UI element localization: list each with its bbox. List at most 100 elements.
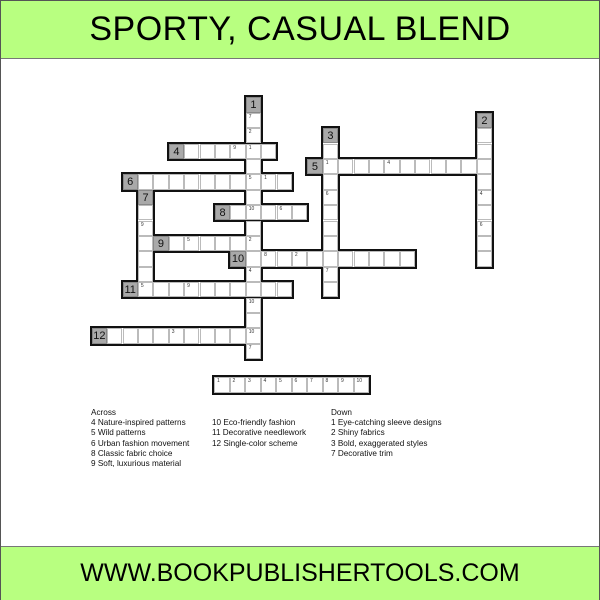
letter-cell[interactable]: [399, 251, 416, 267]
solution-cell[interactable]: 9: [338, 377, 354, 393]
solution-cell[interactable]: 3: [245, 377, 261, 393]
letter-cell[interactable]: 9: [184, 282, 200, 298]
letter-cell[interactable]: [122, 328, 138, 344]
letter-cell[interactable]: [476, 235, 493, 252]
solution-cell[interactable]: 5: [276, 377, 292, 393]
letter-cell[interactable]: [307, 251, 323, 267]
letter-cell[interactable]: 1: [261, 174, 277, 190]
solution-cell[interactable]: 1: [214, 377, 230, 393]
letter-cell[interactable]: 5: [137, 282, 154, 298]
letter-cell[interactable]: [137, 251, 154, 267]
letter-cell[interactable]: 1: [322, 158, 339, 175]
letter-cell[interactable]: 3: [168, 328, 185, 344]
letter-cell[interactable]: [261, 205, 277, 221]
letter-cell[interactable]: 10: [245, 205, 262, 221]
letter-cell[interactable]: [276, 174, 292, 190]
letter-cell[interactable]: [322, 220, 339, 236]
letter-cell[interactable]: [476, 128, 493, 144]
letter-cell[interactable]: [476, 251, 493, 267]
letter-cell[interactable]: 5: [184, 235, 200, 252]
letter-cell[interactable]: [199, 235, 215, 252]
letter-cell[interactable]: [153, 174, 169, 190]
letter-cell[interactable]: [322, 251, 339, 267]
letter-cell[interactable]: [168, 282, 185, 298]
letter-cell[interactable]: [137, 266, 154, 283]
letter-cell[interactable]: [137, 174, 154, 190]
letter-cell[interactable]: [476, 143, 493, 159]
letter-cell[interactable]: 6: [476, 220, 493, 236]
letter-cell[interactable]: [338, 251, 354, 267]
letter-cell[interactable]: 8: [261, 251, 277, 267]
letter-cell[interactable]: [230, 328, 246, 344]
letter-cell[interactable]: 2: [245, 128, 262, 144]
letter-cell[interactable]: [184, 174, 200, 190]
letter-cell[interactable]: 7: [322, 266, 339, 283]
letter-cell[interactable]: [322, 282, 339, 298]
solution-cell[interactable]: 7: [307, 377, 323, 393]
letter-cell[interactable]: [261, 282, 277, 298]
letter-cell[interactable]: [322, 174, 339, 190]
letter-cell[interactable]: 9: [230, 143, 246, 159]
letter-cell[interactable]: [199, 282, 215, 298]
letter-cell[interactable]: [214, 282, 231, 298]
letter-cell[interactable]: [230, 282, 246, 298]
letter-cell[interactable]: [137, 328, 154, 344]
letter-cell[interactable]: [353, 251, 369, 267]
letter-cell[interactable]: 7: [245, 112, 262, 129]
letter-cell[interactable]: 7: [245, 343, 262, 360]
letter-cell[interactable]: 6: [322, 189, 339, 206]
letter-cell[interactable]: [214, 174, 231, 190]
solution-cell[interactable]: 6: [291, 377, 307, 393]
letter-cell[interactable]: [368, 251, 385, 267]
solution-cell[interactable]: 8: [322, 377, 338, 393]
letter-cell[interactable]: [291, 205, 308, 221]
letter-cell[interactable]: [153, 328, 169, 344]
letter-cell[interactable]: [461, 158, 477, 175]
letter-cell[interactable]: [430, 158, 446, 175]
letter-cell[interactable]: [276, 251, 292, 267]
letter-cell[interactable]: [245, 220, 262, 236]
letter-cell[interactable]: 4: [384, 158, 400, 175]
letter-cell[interactable]: [230, 174, 246, 190]
letter-cell[interactable]: 5: [245, 174, 262, 190]
letter-cell[interactable]: [476, 158, 493, 175]
letter-cell[interactable]: 10: [245, 297, 262, 313]
letter-cell[interactable]: 2: [245, 235, 262, 252]
letter-cell[interactable]: [230, 235, 246, 252]
letter-cell[interactable]: [353, 158, 369, 175]
letter-cell[interactable]: [168, 174, 185, 190]
letter-cell[interactable]: [137, 205, 154, 221]
letter-cell[interactable]: [245, 251, 262, 267]
letter-cell[interactable]: 4: [476, 189, 493, 206]
letter-cell[interactable]: [199, 143, 215, 159]
letter-cell[interactable]: [322, 205, 339, 221]
letter-cell[interactable]: [261, 143, 277, 159]
letter-cell[interactable]: [399, 158, 416, 175]
letter-cell[interactable]: [322, 143, 339, 159]
letter-cell[interactable]: 2: [291, 251, 308, 267]
letter-cell[interactable]: [445, 158, 462, 175]
letter-cell[interactable]: [184, 143, 200, 159]
letter-cell[interactable]: [368, 158, 385, 175]
letter-cell[interactable]: [476, 205, 493, 221]
letter-cell[interactable]: [214, 328, 231, 344]
letter-cell[interactable]: [276, 282, 292, 298]
solution-cell[interactable]: 10: [353, 377, 369, 393]
solution-cell[interactable]: 4: [260, 377, 276, 393]
letter-cell[interactable]: [338, 158, 354, 175]
letter-cell[interactable]: [384, 251, 400, 267]
letter-cell[interactable]: [153, 282, 169, 298]
letter-cell[interactable]: [322, 235, 339, 252]
letter-cell[interactable]: [230, 205, 246, 221]
letter-cell[interactable]: [214, 143, 231, 159]
letter-cell[interactable]: [168, 235, 185, 252]
letter-cell[interactable]: [245, 189, 262, 206]
letter-cell[interactable]: 1: [245, 143, 262, 159]
letter-cell[interactable]: [214, 235, 231, 252]
letter-cell[interactable]: [107, 328, 123, 344]
letter-cell[interactable]: [245, 282, 262, 298]
letter-cell[interactable]: 4: [245, 266, 262, 283]
letter-cell[interactable]: 6: [276, 205, 292, 221]
letter-cell[interactable]: [137, 235, 154, 252]
letter-cell[interactable]: [245, 312, 262, 329]
